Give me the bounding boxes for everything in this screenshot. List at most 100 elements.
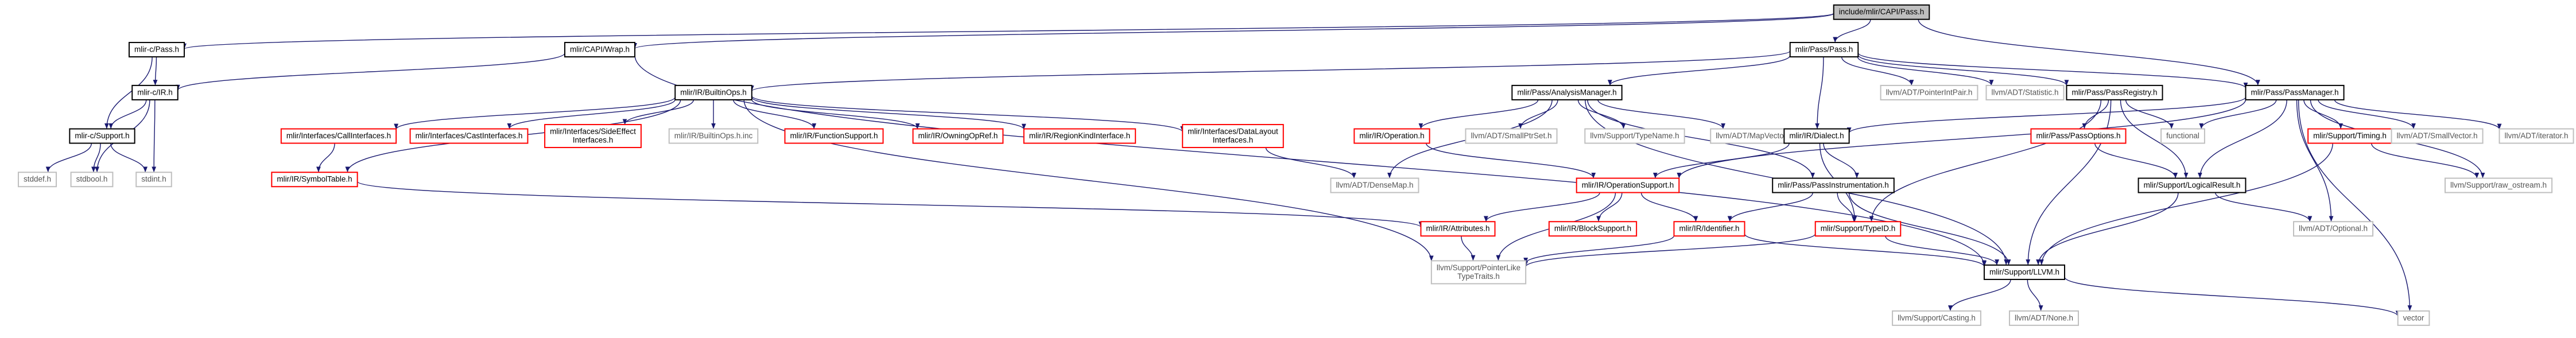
edge-capi-wrap-to-mlirc-ir [176,53,565,91]
edge-operation-support-to-ir-attributes [1484,192,1600,222]
node-label: llvm/Support/PointerLike [1437,263,1520,272]
node-pass-registry[interactable]: mlir/Pass/PassRegistry.h [2066,84,2163,100]
node-box [2444,177,2553,193]
node-box [2030,128,2127,144]
edge-pass-options-to-logical-result [2094,143,2178,178]
node-label: llvm/ADT/iterator.h [2504,131,2568,140]
edge-mlirc-support-to-stddef [45,143,92,173]
node-function-support[interactable]: mlir/IR/FunctionSupport.h [784,128,884,144]
node-ir-dialect[interactable]: mlir/IR/Dialect.h [1783,128,1850,144]
edge-mlirc-pass-to-mlirc-ir [153,57,158,86]
node-label: llvm/ADT/Optional.h [2299,224,2368,233]
edge-pass-manager-to-operation-support [1677,99,2247,178]
node-mlirc-support[interactable]: mlir-c/Support.h [69,128,135,144]
node-root[interactable]: include/mlir/CAPI/Pass.h [1833,4,1930,20]
node-type-id[interactable]: mlir/Support/TypeID.h [1814,221,1902,237]
node-block-support[interactable]: mlir/IR/BlockSupport.h [1548,221,1638,237]
node-label: mlir/IR/Dialect.h [1789,131,1844,140]
node-ir-identifier[interactable]: mlir/IR/Identifier.h [1673,221,1745,237]
node-label: TypeTraits.h [1457,272,1500,281]
edge-pass-registry-to-functional [2125,99,2174,129]
node-box [1772,177,1895,193]
node-capi-wrap[interactable]: mlir/CAPI/Wrap.h [564,42,636,58]
node-symbol-table[interactable]: mlir/IR/SymbolTable.h [271,172,358,188]
edge-pass-manager-to-logical-result [2197,99,2287,178]
node-label: llvm/ADT/SmallVector.h [2396,131,2477,140]
node-box [1783,128,1850,144]
edge-root-to-mlirc-pass [183,13,1834,50]
node-box [1330,177,1419,193]
node-box [2008,310,2080,326]
node-label: mlir/Interfaces/DataLayout [1188,127,1278,136]
node-owning-op-ref[interactable]: mlir/IR/OwningOpRef.h [912,128,1004,144]
node-analysis-manager[interactable]: mlir/Pass/AnalysisManager.h [1511,84,1623,100]
node-ir-operation[interactable]: mlir/IR/Operation.h [1353,128,1430,144]
node-support-llvm[interactable]: mlir/Support/LLVM.h [1983,264,2066,280]
node-label: mlir/IR/Operation.h [1359,131,1424,140]
edge-pass-pass-to-analysis-manager [1608,55,1791,86]
node-box [271,172,358,188]
node-box [1182,124,1284,149]
node-label: mlir/Interfaces/CallInterfaces.h [286,131,391,140]
edge-pass-pass-to-pass-registry [1857,55,2069,86]
node-ir-attributes[interactable]: mlir/IR/Attributes.h [1420,221,1496,237]
node-box [1511,84,1623,100]
node-box [668,128,759,144]
node-label: mlir/Support/Timing.h [2313,131,2387,140]
edge-logical-result-to-optional [2214,192,2313,222]
node-raw-ostream: llvm/Support/raw_ostream.h [2444,177,2553,193]
node-pass-manager[interactable]: mlir/Pass/PassManager.h [2245,84,2345,100]
node-label: llvm/ADT/Statistic.h [1991,88,2058,96]
edge-builtin-ops-to-cast-if [507,99,676,129]
node-label: mlir-c/IR.h [137,88,173,96]
edge-builtin-ops-to-region-kind-if [751,96,1026,130]
edge-pass-manager-to-functional [2199,99,2277,129]
node-label: mlir/Support/LLVM.h [1989,267,2059,276]
node-mlirc-ir[interactable]: mlir-c/IR.h [131,84,179,100]
node-box [564,42,636,58]
edge-operation-support-to-ir-identifier [1640,192,1698,222]
node-box [1353,128,1430,144]
edge-mlirc-support-to-stdint [110,143,148,173]
edge-ir-attributes-to-pointer-like [1461,236,1476,261]
node-box [912,128,1004,144]
node-box [409,128,529,144]
node-box [544,124,642,149]
node-box [1789,42,1859,58]
node-label: llvm/Support/Casting.h [1898,313,1976,322]
edge-mlirc-support-to-stdbool [91,143,101,173]
node-label: mlir/Support/TypeID.h [1821,224,1896,233]
node-box [1576,177,1680,193]
node-label: mlir/CAPI/Wrap.h [570,45,630,54]
node-pass-pass[interactable]: mlir/Pass/Pass.h [1789,42,1859,58]
node-statistic: llvm/ADT/Statistic.h [1985,84,2065,100]
node-mlirc-pass[interactable]: mlir-c/Pass.h [128,42,185,58]
edge-type-id-to-pointer-like [1523,233,1816,267]
node-label: include/mlir/CAPI/Pass.h [1839,7,1925,16]
node-pass-instrumentation[interactable]: mlir/Pass/PassInstrumentation.h [1772,177,1895,193]
node-label: mlir/Pass/PassManager.h [2251,88,2338,96]
node-none: llvm/ADT/None.h [2008,310,2080,326]
node-timing[interactable]: mlir/Support/Timing.h [2307,128,2392,144]
node-builtin-ops[interactable]: mlir/IR/BuiltinOps.h [674,84,752,100]
edge-pass-manager-to-vector [2298,99,2412,311]
node-region-kind-if[interactable]: mlir/IR/RegionKindInterface.h [1023,128,1136,144]
node-cast-if[interactable]: mlir/Interfaces/CastInterfaces.h [409,128,529,144]
node-pass-options[interactable]: mlir/Pass/PassOptions.h [2030,128,2127,144]
node-logical-result[interactable]: mlir/Support/LogicalResult.h [2137,177,2247,193]
node-box [69,128,135,144]
node-label: mlir/Pass/Pass.h [1795,45,1853,54]
node-operation-support[interactable]: mlir/IR/OperationSupport.h [1576,177,1680,193]
edge-mlirc-ir-to-mlirc-support [108,99,147,129]
node-call-if[interactable]: mlir/Interfaces/CallInterfaces.h [280,128,397,144]
node-label: llvm/ADT/PointerIntPair.h [1886,88,1973,96]
edge-support-llvm-to-none [2027,279,2043,311]
edge-operation-support-to-block-support [1596,192,1623,222]
node-box [2499,128,2574,144]
node-label: mlir/Pass/PassRegistry.h [2071,88,2157,96]
node-box [1584,128,1685,144]
node-optional: llvm/ADT/Optional.h [2292,221,2374,237]
